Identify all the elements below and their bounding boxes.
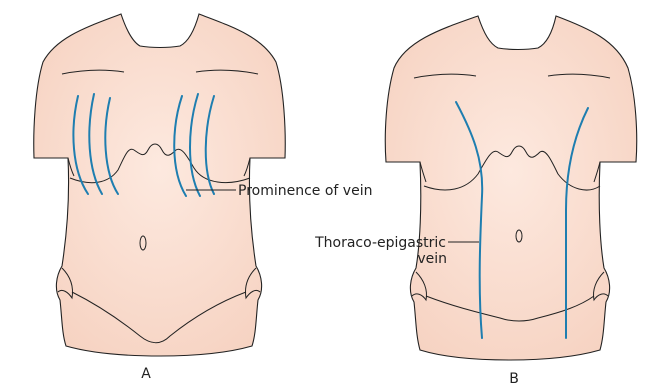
torso-b-body xyxy=(385,16,636,360)
figure-caption-a: A xyxy=(141,366,151,382)
callout-label-b-line1: Thoraco-epigastric xyxy=(314,235,446,251)
figure-caption-b: B xyxy=(509,371,519,387)
torso-b xyxy=(385,16,636,360)
callout-label-b-line2: vein xyxy=(417,251,447,267)
callout-label-a: Prominence of vein xyxy=(238,183,372,199)
